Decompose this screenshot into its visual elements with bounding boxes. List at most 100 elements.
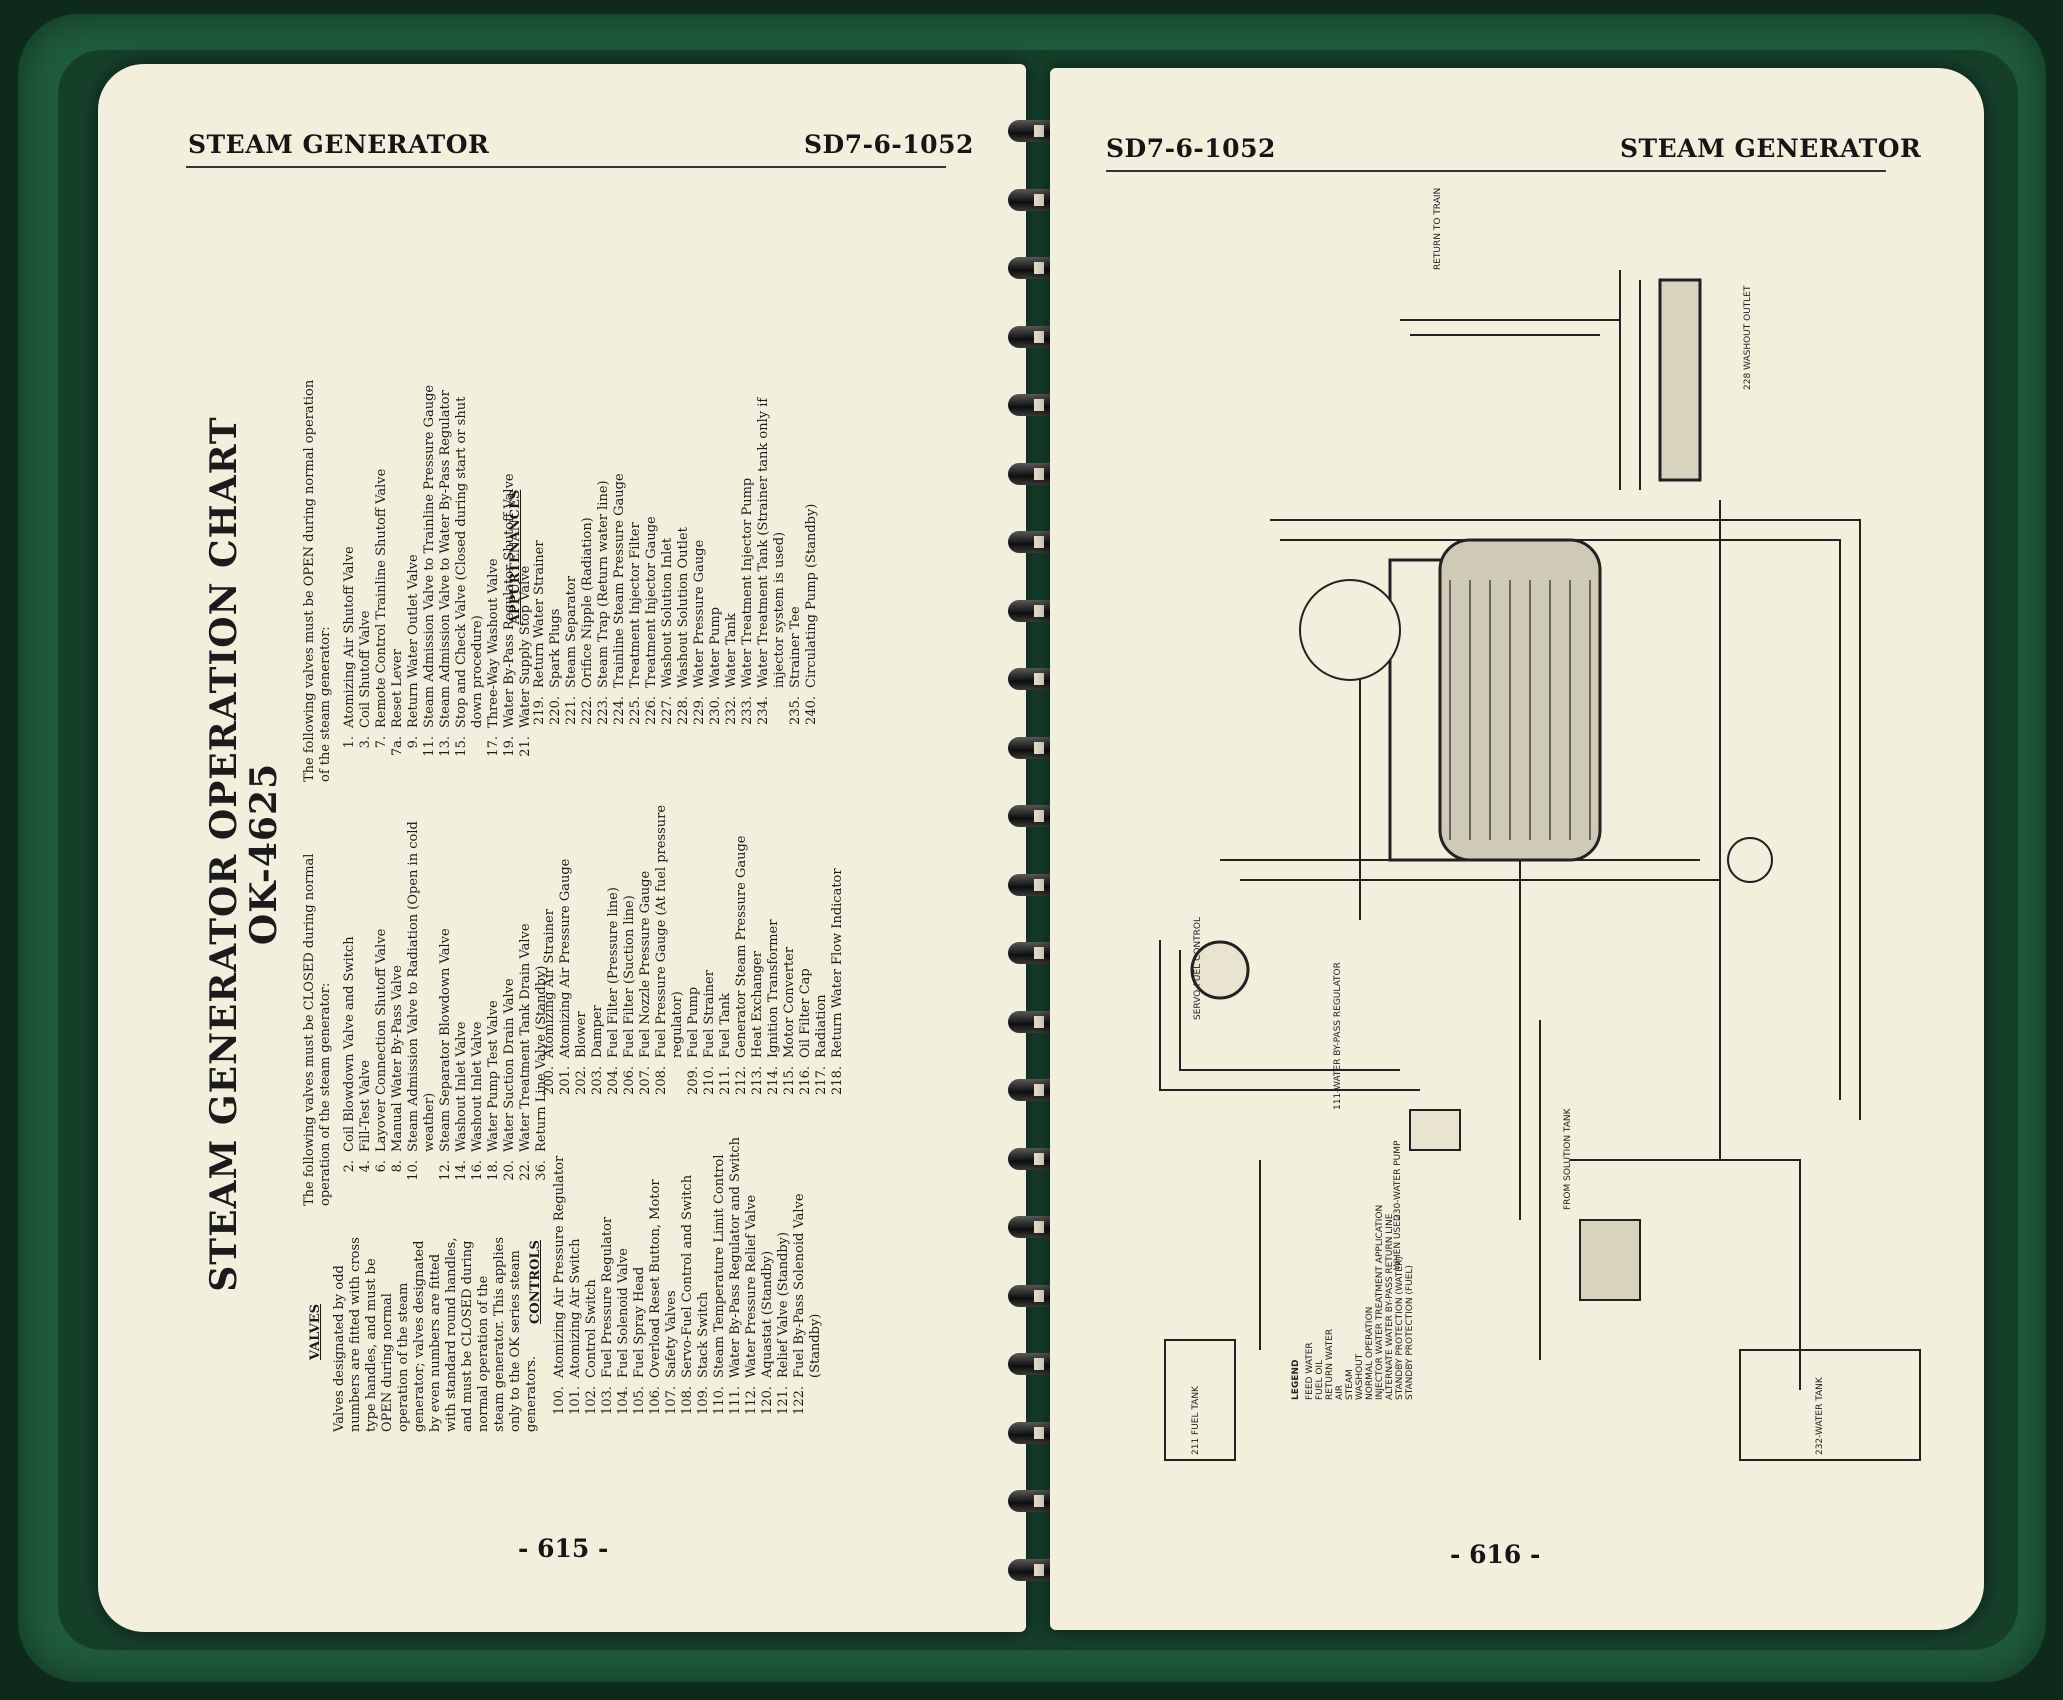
item-text: Control Switch [584, 1279, 599, 1378]
list-item: 224.Trainline Steam Pressure Gauge [612, 372, 628, 742]
list-item: 106.Overload Reset Button, Motor [648, 1132, 664, 1432]
list-item: 235.Strainer Tee [788, 372, 804, 742]
item-text: Reset Lever [390, 649, 405, 728]
chart-subtitle: OK-4625 [243, 762, 285, 946]
item-number: 204. [606, 1066, 621, 1095]
item-number: 104. [616, 1386, 631, 1415]
list-item: 9.Return Water Outlet Valve [406, 372, 422, 782]
closed-valves-column: The following valves must be CLOSED duri… [302, 806, 550, 1206]
item-number: 228. [676, 696, 691, 725]
item-number: 210. [702, 1066, 717, 1095]
item-number: 222. [580, 696, 595, 725]
item-number: 120. [760, 1386, 775, 1415]
item-number: 106. [648, 1386, 663, 1415]
item-number: 20. [502, 1160, 517, 1181]
label-fuel-tank: 211 FUEL TANK [1191, 1385, 1201, 1455]
item-number: 230. [708, 696, 723, 725]
item-number: 3. [358, 736, 373, 749]
item-text: Water By-Pass Regulator and Switch [728, 1136, 743, 1378]
item-number: 217. [814, 1066, 829, 1095]
legend-item: STANDBY PROTECTION (FUEL) [1405, 1265, 1415, 1400]
item-number: 103. [600, 1386, 615, 1415]
open-valves-column: The following valves must be OPEN during… [302, 372, 534, 782]
list-item: 213.Heat Exchanger [750, 752, 766, 1112]
list-item: 203.Damper [590, 752, 606, 1112]
list-item: 207.Fuel Nozzle Pressure Gauge [638, 752, 654, 1112]
item-text: Treatment Injector Filter [628, 522, 643, 688]
item-number: 214. [766, 1066, 781, 1095]
list-item: 225.Treatment Injector Filter [628, 372, 644, 742]
legend-item: STEAM [1345, 1369, 1355, 1400]
item-text: Atomizing Air Shutoff Valve [342, 546, 357, 728]
valves-intro: Valves designated by odd numbers are fit… [332, 1236, 539, 1432]
controls-column: CONTROLS 100.Atomizing Air Pressure Regu… [522, 1132, 824, 1432]
list-item: 110.Steam Temperature Limit Control [712, 1132, 728, 1432]
item-number: 13. [438, 736, 453, 757]
list-item: 220.Spark Plugs [548, 372, 564, 742]
item-text: Atomizing Air Pressure Gauge [558, 858, 573, 1058]
item-number: 101. [568, 1386, 583, 1415]
item-number: 233. [740, 696, 755, 725]
label-water-bypass: 111-WATER BY-PASS REGULATOR [1333, 962, 1343, 1110]
item-number: 203. [590, 1066, 605, 1095]
item-number: 221. [564, 696, 579, 725]
label-solution-tank: FROM SOLUTION TANK [1563, 1107, 1573, 1210]
label-water-pump: 230-WATER PUMP [1393, 1140, 1403, 1220]
closed-valves-intro: The following valves must be CLOSED duri… [302, 853, 333, 1206]
list-item: 4.Fill-Test Valve [358, 806, 374, 1206]
item-number: 108. [680, 1386, 695, 1415]
item-text: Trainline Steam Pressure Gauge [612, 473, 627, 688]
item-text: Water Pump Test Valve [486, 1000, 501, 1152]
item-number: 109. [696, 1386, 711, 1415]
item-text: Fuel Tank [718, 992, 733, 1058]
item-number: 10. [406, 1160, 421, 1181]
item-text: Remote Control Trainline Shutoff Valve [374, 468, 389, 728]
legend-title: LEGEND [1291, 1360, 1301, 1400]
legend-item: FEED WATER [1305, 1342, 1315, 1400]
list-item: 111.Water By-Pass Regulator and Switch [728, 1132, 744, 1432]
item-text: Coil Blowdown Valve and Switch [342, 936, 357, 1152]
list-item: 219.Return Water Strainer [532, 372, 548, 742]
item-number: 1. [342, 736, 357, 749]
list-item: 206.Fuel Filter (Suction line) [622, 752, 638, 1112]
item-number: 201. [558, 1066, 573, 1095]
list-item: 1. Atomizing Air Shutoff Valve [342, 372, 358, 782]
item-text: Fuel Pump [686, 986, 701, 1058]
list-item: 229.Water Pressure Gauge [692, 372, 708, 742]
item-number: 227. [660, 696, 675, 725]
list-item: 109.Stack Switch [696, 1132, 712, 1432]
list-item: 101.Atomizing Air Switch [568, 1132, 584, 1432]
item-number: 102. [584, 1386, 599, 1415]
item-number: 4. [358, 1160, 373, 1173]
item-text: Aquastat (Standby) [760, 1250, 775, 1378]
item-text: Orifice Nipple (Radiation) [580, 517, 595, 688]
item-text: Fuel Filter (Pressure line) [606, 887, 621, 1058]
list-item: 2.Coil Blowdown Valve and Switch [342, 806, 358, 1206]
list-item: 226.Treatment Injector Gauge [644, 372, 660, 742]
list-item: 223.Steam Trap (Return water line) [596, 372, 612, 742]
list-item: 222. Orifice Nipple (Radiation) [580, 372, 596, 742]
item-number: 107. [664, 1386, 679, 1415]
list-item: 20.Water Suction Drain Valve [502, 806, 518, 1206]
list-item: 232.Water Tank [724, 372, 740, 742]
legend-item: AIR [1335, 1385, 1345, 1400]
legend-item: NORMAL OPERATION [1365, 1307, 1375, 1400]
item-text: Water Pressure Relief Valve [744, 1194, 759, 1378]
item-number: 226. [644, 696, 659, 725]
item-number: 232. [724, 696, 739, 725]
list-item: 233.Water Treatment Injector Pump [740, 372, 756, 742]
left-page: STEAM GENERATOR SD7-6-1052 STEAM GENERAT… [98, 64, 1026, 1632]
item-text: Washout Inlet Valve [470, 1021, 485, 1152]
list-item: 201. Atomizing Air Pressure Gauge [558, 752, 574, 1112]
servo-fuel-control [1190, 940, 1250, 1000]
item-text: Water Pump [708, 606, 723, 688]
item-text: Fuel Pressure Gauge (At fuel pressure re… [654, 804, 685, 1058]
item-text: Safety Valves [664, 1290, 679, 1378]
list-item: 13.Steam Admission Valve to Water By-Pas… [438, 372, 454, 782]
item-text: Oil Filter Cap [798, 968, 813, 1058]
right-head-rule [1106, 170, 1886, 172]
item-text: Spark Plugs [548, 608, 563, 688]
item-text: Steam Temperature Limit Control [712, 1154, 727, 1378]
